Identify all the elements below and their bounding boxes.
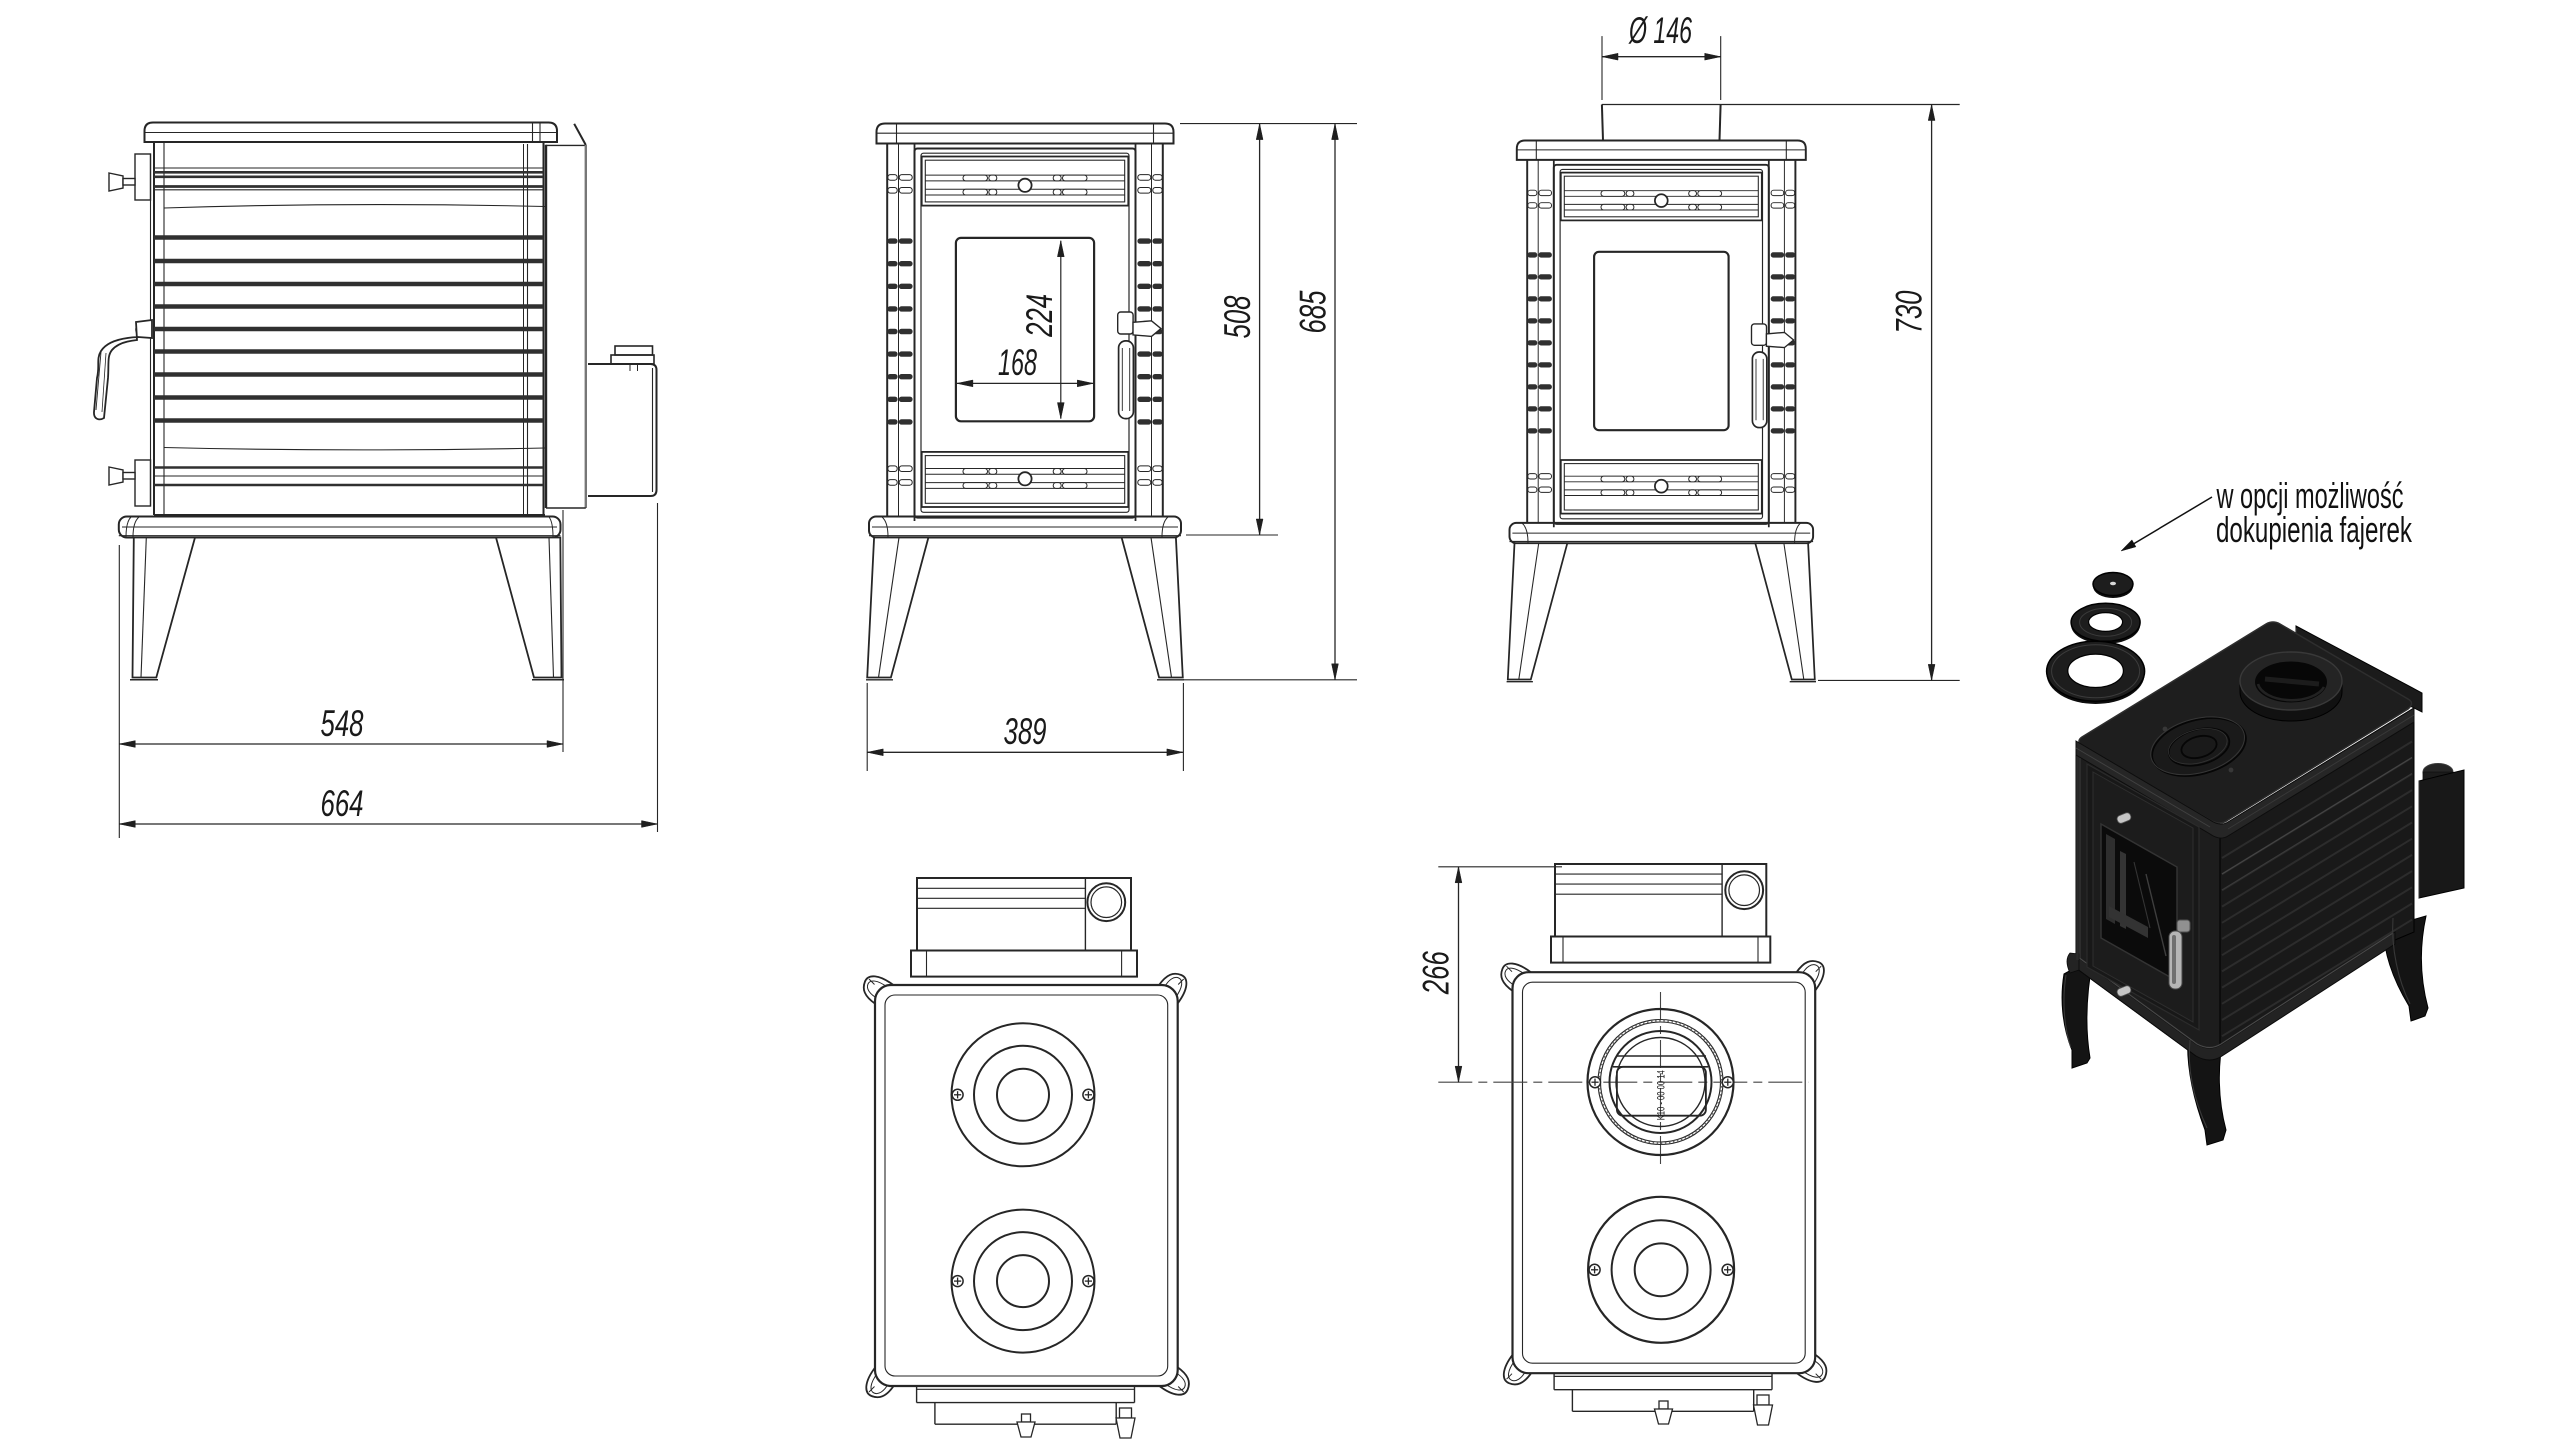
svg-text:685: 685 bbox=[1293, 290, 1334, 333]
svg-text:w opcji możliwość: w opcji możliwość bbox=[2216, 475, 2404, 516]
svg-text:dokupienia fajerek: dokupienia fajerek bbox=[2216, 509, 2413, 550]
svg-text:K10 - 00 00 14: K10 - 00 00 14 bbox=[1656, 1070, 1668, 1120]
svg-text:224: 224 bbox=[1019, 294, 1060, 338]
svg-text:548: 548 bbox=[321, 703, 364, 744]
svg-text:389: 389 bbox=[1004, 711, 1047, 752]
svg-text:508: 508 bbox=[1217, 295, 1258, 338]
svg-text:266: 266 bbox=[1416, 951, 1457, 995]
svg-text:730: 730 bbox=[1889, 290, 1930, 333]
svg-text:Ø 146: Ø 146 bbox=[1628, 10, 1693, 51]
svg-text:664: 664 bbox=[321, 783, 364, 824]
svg-text:168: 168 bbox=[998, 342, 1037, 383]
